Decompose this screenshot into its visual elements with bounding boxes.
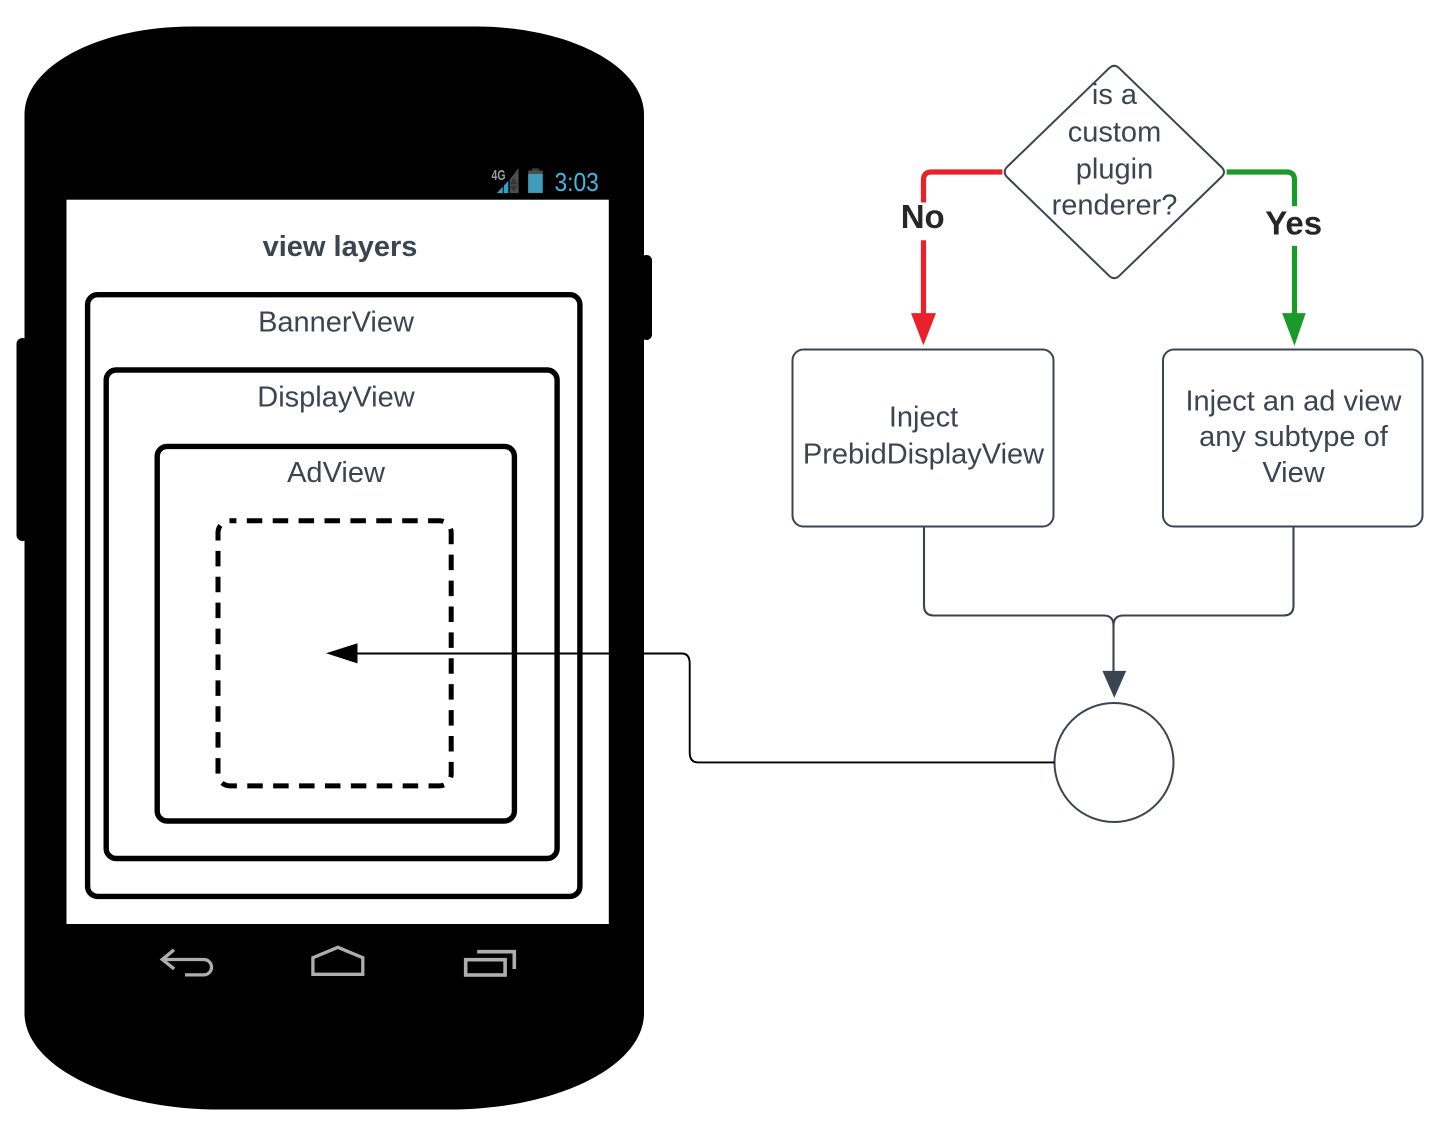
svg-text:Inject: Inject bbox=[889, 402, 958, 434]
svg-text:4G: 4G bbox=[492, 167, 506, 184]
svg-text:BannerView: BannerView bbox=[258, 307, 415, 339]
svg-text:view layers: view layers bbox=[263, 231, 418, 263]
svg-text:Inject an ad view: Inject an ad view bbox=[1185, 385, 1402, 417]
svg-text:custom: custom bbox=[1068, 117, 1161, 149]
svg-text:plugin: plugin bbox=[1076, 154, 1153, 186]
svg-text:No: No bbox=[901, 198, 945, 235]
svg-text:is a: is a bbox=[1092, 79, 1138, 111]
svg-text:3:03: 3:03 bbox=[555, 167, 599, 197]
svg-text:AdView: AdView bbox=[287, 457, 386, 489]
svg-text:DisplayView: DisplayView bbox=[257, 381, 415, 413]
svg-text:any subtype of: any subtype of bbox=[1199, 421, 1389, 453]
svg-text:PrebidDisplayView: PrebidDisplayView bbox=[803, 439, 1045, 471]
svg-text:Yes: Yes bbox=[1265, 204, 1322, 241]
svg-text:View: View bbox=[1262, 457, 1325, 489]
svg-text:renderer?: renderer? bbox=[1052, 190, 1178, 222]
